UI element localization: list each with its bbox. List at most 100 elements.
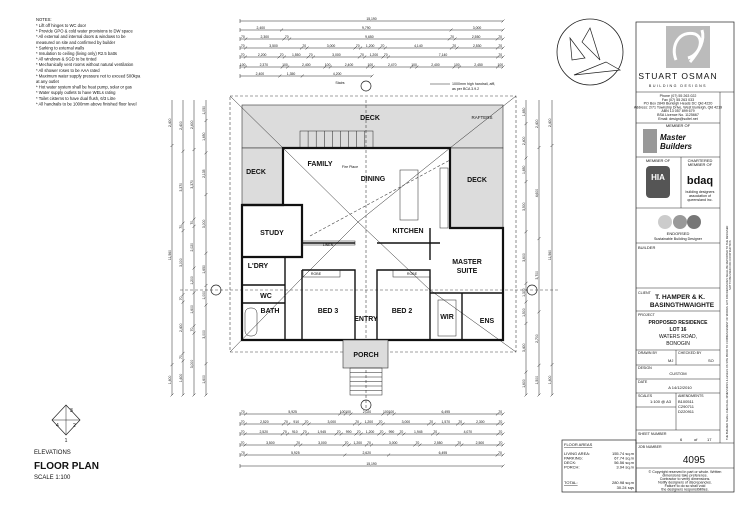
room-bed2: BED 2 bbox=[392, 308, 413, 315]
job-number-label: JOB NUMBER bbox=[638, 445, 662, 449]
elevations-label: ELEVATIONS bbox=[34, 450, 71, 456]
dimension-label: 2,620 bbox=[362, 451, 371, 455]
scales-label: SCALES bbox=[638, 394, 653, 398]
plan-scale: SCALE 1:100 bbox=[34, 475, 71, 481]
dimension-label: 70 bbox=[384, 53, 388, 57]
internal-walls bbox=[242, 167, 503, 340]
company-name: STUART OSMAN bbox=[638, 71, 717, 81]
linen-label: LINEN bbox=[323, 243, 334, 247]
master-builders-logo bbox=[643, 129, 657, 153]
dimension-label: 1,650 bbox=[202, 132, 206, 141]
room-master-suite-2: SUITE bbox=[457, 268, 478, 275]
floor-areas-squares: 30.24 sqs bbox=[617, 485, 634, 490]
room-labels: DECK RAFTERS DECK DECK FAMILY DINING Fir… bbox=[246, 81, 495, 359]
project-line-4: BONOGIN bbox=[666, 341, 690, 347]
dimension-label: 3,500 bbox=[522, 202, 526, 211]
dimension-label: 100 bbox=[240, 63, 246, 67]
dimension-label: 1,200 bbox=[190, 276, 194, 285]
dimension-label: 70 bbox=[337, 430, 341, 434]
dimension-label: 1,600 bbox=[522, 379, 526, 388]
contact-line: Email: design@soltel.net bbox=[658, 117, 698, 121]
copyright-line: © Copyright reserved in part or whole. W… bbox=[649, 470, 722, 474]
dimension-label: 2,370 bbox=[260, 63, 269, 67]
fireplace-label: Fire Place bbox=[342, 165, 358, 169]
dimension-label: 1,350 bbox=[287, 72, 296, 76]
dimension-label: 70 bbox=[452, 44, 456, 48]
dimension-label: 3,370 bbox=[190, 180, 194, 189]
dimension-label: 70 bbox=[296, 441, 300, 445]
dimension-label: 1,570 bbox=[442, 420, 451, 424]
dimension-label: 70 bbox=[190, 327, 194, 331]
room-wir: WIR bbox=[440, 314, 454, 321]
amendment-c: C290711 bbox=[678, 404, 695, 409]
dimension-label: 70 bbox=[241, 430, 245, 434]
copyright-line: Contractor to verify dimensions. bbox=[660, 477, 711, 481]
project-line-3: WATERS ROAD, bbox=[659, 334, 697, 340]
dimension-label: 2,550 bbox=[472, 35, 481, 39]
dimension-label: 2,400 bbox=[431, 63, 440, 67]
robe-bed2-label: ROBE bbox=[407, 272, 418, 276]
deck-left-area bbox=[241, 147, 284, 206]
master-builders-text-2: Builders bbox=[660, 142, 693, 151]
dimension-label: 70 bbox=[498, 451, 502, 455]
dimension-label: 70 bbox=[241, 441, 245, 445]
dimension-label: 70 bbox=[309, 53, 313, 57]
dimension-label: 1,200 bbox=[365, 420, 374, 424]
copyright-notice: © Copyright reserved in part or whole. W… bbox=[649, 470, 722, 492]
dimension-label: 70 bbox=[415, 441, 419, 445]
dimension-label: 1,600 bbox=[179, 374, 183, 383]
dimension-label: 2,520 bbox=[259, 430, 268, 434]
dimension-label: 2,500 bbox=[476, 441, 485, 445]
builder-label: BUILDER bbox=[638, 245, 655, 250]
elevation-mark-2: 2 bbox=[73, 423, 76, 429]
dimension-label: 9,790 bbox=[362, 26, 371, 30]
dimension-label: 3,000 bbox=[202, 330, 206, 339]
robe-bed3-label: ROBE bbox=[311, 272, 322, 276]
dimension-label: 2,400 bbox=[256, 72, 265, 76]
dimension-label: 70 bbox=[356, 44, 360, 48]
dimension-label: 1,600 bbox=[190, 305, 194, 314]
dimension-label: 70 bbox=[499, 430, 503, 434]
dimension-label: 70 bbox=[241, 420, 245, 424]
dimension-label: 3,000 bbox=[473, 26, 482, 30]
dimension-label: 70 bbox=[367, 441, 371, 445]
amendment-b: B100511 bbox=[678, 399, 694, 404]
room-ens: ENS bbox=[480, 318, 495, 325]
dimension-label: 2,400 bbox=[535, 119, 539, 128]
side-strip-note: THE BUILDER SHALL CHECK ALL DIMENSIONS &… bbox=[725, 226, 729, 440]
company-logo-mark bbox=[556, 18, 624, 86]
project-line-1: PROPOSED RESIDENCE bbox=[649, 320, 709, 326]
dimension-label: 70 bbox=[303, 430, 307, 434]
rafters-label: RAFTERS bbox=[471, 115, 492, 120]
notes-heading: NOTES: bbox=[36, 17, 52, 22]
dimension-label: 2,520 bbox=[260, 420, 269, 424]
dimension-label: 1,650 bbox=[522, 107, 526, 116]
dimension-label: 70 bbox=[379, 420, 383, 424]
dimension-label: 2,400 bbox=[179, 323, 183, 332]
dimension-label: 6,495 bbox=[442, 410, 451, 414]
dimension-label: 910 bbox=[292, 430, 298, 434]
design-label: DESIGN bbox=[638, 366, 652, 370]
dimension-label: 1,300 bbox=[522, 288, 526, 297]
porch-area bbox=[342, 339, 389, 369]
project-label: PROJECT bbox=[638, 313, 656, 317]
bdaq-desc-3: queensland inc. bbox=[687, 198, 712, 202]
dimension-label: 5,925 bbox=[291, 451, 300, 455]
dimension-label: 2,020 bbox=[363, 410, 372, 414]
contact-line: PO Box 2849 Burleigh Heads DC Qld 4220 bbox=[644, 102, 713, 106]
floor-area-label: DECK: bbox=[564, 460, 576, 465]
dimension-label: 7,140 bbox=[439, 53, 448, 57]
endorsed-logo bbox=[658, 215, 701, 229]
dimension-label: 1,200 bbox=[366, 44, 375, 48]
room-porch: PORCH bbox=[353, 352, 378, 359]
dimension-label: 3,000 bbox=[328, 420, 337, 424]
note-item: * Mechanically vent rooms without natura… bbox=[36, 62, 134, 67]
job-number: 4095 bbox=[683, 455, 706, 466]
room-entry: ENTRY bbox=[354, 316, 378, 323]
dimension-label: 15,190 bbox=[366, 17, 376, 21]
dimension-label: 1,945 bbox=[318, 430, 327, 434]
bdaq-desc: building designers bbox=[686, 190, 715, 194]
note-item: measured on site and confirmed by builde… bbox=[36, 40, 116, 45]
dimension-label: 3,000 bbox=[179, 258, 183, 267]
